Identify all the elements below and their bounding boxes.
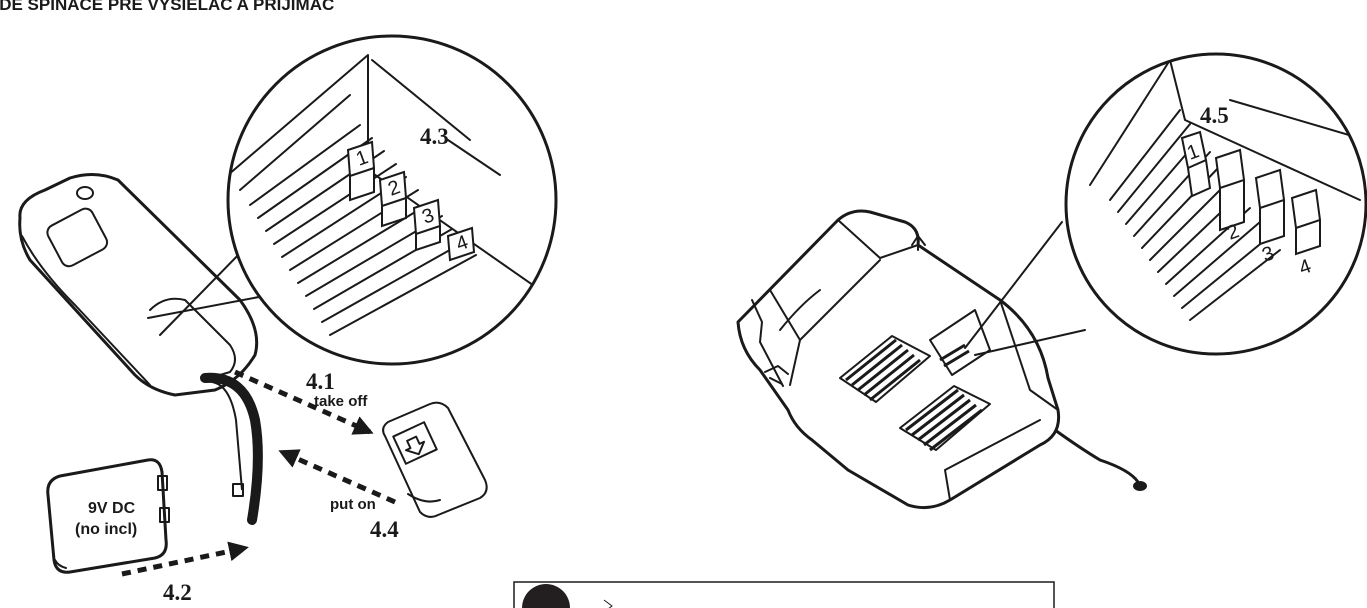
rx-dip-switch-2: 2 [1214,148,1246,245]
arrow-put-on [278,449,397,505]
label-4-4: 4.4 [370,517,399,542]
arrow-take-off [233,369,374,435]
dip-switch-3: 3 [412,198,442,252]
info-box [513,581,1055,608]
rx-dip-switch-1: 1 [1180,130,1212,198]
label-put-on: put on [330,496,376,513]
label-4-2: 4.2 [163,580,192,605]
arrow-insert-battery [121,541,249,577]
zoom-circle-right: 1 2 3 4 4.5 [1064,52,1367,356]
battery-cover [382,401,488,518]
label-4-1: 4.1 [306,369,335,394]
label-4-5: 4.5 [1200,103,1229,128]
battery-label-note: (no incl) [75,521,137,538]
info-icon [522,584,570,608]
zoom-right-connector [964,221,1086,356]
rx-dip-switch-3: 3 [1254,168,1286,267]
label-take-off: take off [314,393,368,410]
rx-dip-switch-4: 4 [1290,188,1322,280]
dip-switch-4: 4 [446,226,476,262]
dip-switch-1: 1 [346,140,376,202]
receiver-device [736,209,1147,510]
battery-9v: 9V DC (no incl) [46,458,170,574]
dip-switch-2: 2 [378,170,408,228]
antenna-cable [200,372,263,525]
label-4-3: 4.3 [420,124,449,149]
page-title: ODE SPÍNAČE PRE VYSIELAČ A PRIJÍMAČ [0,0,335,14]
battery-label-voltage: 9V DC [88,500,136,517]
chevron-right-icon [603,599,613,608]
zoom-circle-left: 1 2 3 4 4.3 [226,34,558,366]
remote-transmitter [18,173,259,397]
